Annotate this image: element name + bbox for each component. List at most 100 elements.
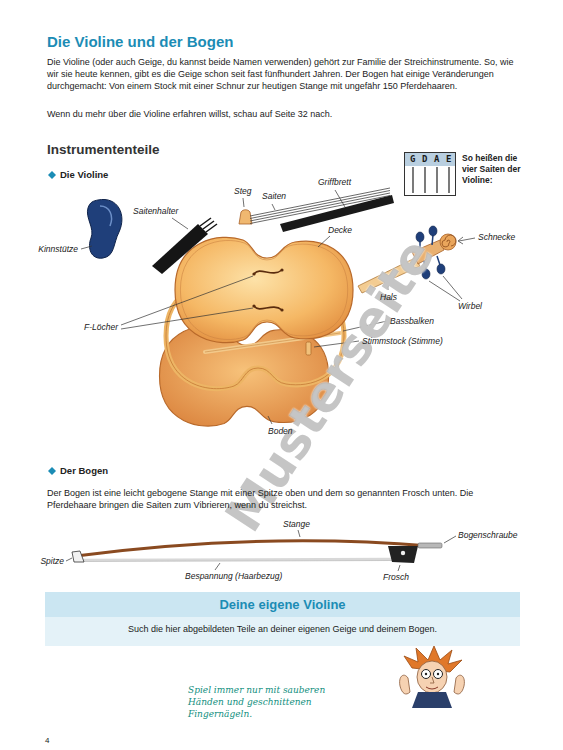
tailpiece <box>152 224 208 274</box>
part-label: F-Löcher <box>84 322 118 332</box>
section-heading: Instrumententeile <box>47 142 160 157</box>
leader-line <box>335 190 345 207</box>
part-label: Hals <box>380 292 397 302</box>
string-line <box>448 167 449 193</box>
string-line <box>412 167 413 193</box>
part-label: Saitenhalter <box>133 206 178 216</box>
purfling <box>180 240 347 339</box>
f-hole-eye <box>280 268 283 271</box>
intro-paragraph: Die Violine (oder auch Geige, du kannst … <box>47 56 522 92</box>
page-title: Die Violine und der Bogen <box>47 33 233 50</box>
box-text: Such die hier abgebildeten Teile an dein… <box>45 617 520 644</box>
part-label: Steg <box>234 186 252 196</box>
sound-post <box>306 342 311 355</box>
f-hole <box>252 268 283 275</box>
f-hole-eye <box>280 308 283 311</box>
string <box>250 191 390 219</box>
part-label: Griffbrett <box>318 177 351 187</box>
part-label: Frosch <box>383 572 409 582</box>
part-label: Decke <box>328 225 352 235</box>
scroll-spiral <box>442 235 456 247</box>
leader-lines <box>81 190 475 424</box>
cartoon-hand <box>400 675 410 694</box>
leader-line <box>272 204 275 210</box>
part-label: Bassbalken <box>390 316 434 326</box>
leader-line <box>298 530 300 537</box>
leader-line <box>444 536 456 543</box>
string-line <box>424 167 425 193</box>
tailpiece-tuners <box>200 218 217 232</box>
part-label: Boden <box>268 426 293 436</box>
subsection-heading: Die Violine <box>60 169 108 180</box>
bullet-diamond <box>48 171 56 179</box>
tuner <box>206 224 217 232</box>
part-label: Stimmstock (Stimme) <box>362 336 443 346</box>
cartoon-hand <box>454 675 464 694</box>
frog-eye <box>401 551 405 555</box>
strings-symbol <box>413 167 449 193</box>
bow-stick <box>76 541 430 556</box>
bullet-diamond <box>48 467 56 475</box>
cartoon-figure <box>400 646 465 708</box>
page-number: 4 <box>45 736 49 745</box>
bow-hair-edge <box>80 561 392 562</box>
leader-line <box>172 218 188 229</box>
bow-screw <box>418 543 442 548</box>
leader-line <box>81 246 92 249</box>
bow-paragraph: Der Bogen ist eine leicht gebogene Stang… <box>47 487 522 511</box>
cartoon-collar <box>412 692 452 708</box>
string <box>250 188 390 216</box>
reference-note: Wenn du mehr über die Violine erfahren w… <box>47 108 522 120</box>
arrow-head <box>458 237 463 244</box>
part-label: Bogenschraube <box>458 530 518 540</box>
bow-hair <box>80 559 392 560</box>
hint-note: Spiel immer nur mit sauberen Händen und … <box>188 684 356 720</box>
f-hole-curve <box>254 270 282 274</box>
bridge <box>239 210 252 224</box>
violin-top <box>175 237 353 342</box>
chin-rest <box>87 199 121 258</box>
leader-line <box>215 563 220 570</box>
cartoon-eye <box>437 673 439 675</box>
leader-line <box>121 276 253 325</box>
box-heading: G D A E <box>405 153 455 166</box>
cartoon-mouth <box>426 687 438 689</box>
scroll <box>440 234 456 250</box>
part-label: Schnecke <box>478 232 515 242</box>
strings-box: G D A E <box>404 152 456 196</box>
peg-stem <box>432 235 433 245</box>
bow-frog <box>388 546 418 563</box>
string-line <box>436 167 437 193</box>
part-label: Kinnstütze <box>38 244 78 254</box>
cartoon-nose <box>430 677 434 683</box>
leader-line <box>318 236 330 247</box>
bow-tip <box>72 551 84 562</box>
box-heading: Deine eigene Violine <box>45 592 520 617</box>
strings <box>250 188 390 224</box>
f-hole-curve <box>254 306 282 310</box>
leader-line <box>66 558 72 561</box>
part-label: Spitze <box>40 556 64 566</box>
part-label: Stange <box>283 519 310 529</box>
f-hole-eye <box>252 272 255 275</box>
strings-note: So heißen die vier Saiten der Violine: <box>462 153 532 186</box>
part-label: Saiten <box>262 191 286 201</box>
subsection-heading: Der Bogen <box>60 465 108 476</box>
chin-rest-highlight <box>100 206 112 226</box>
leader-line <box>443 276 462 299</box>
cartoon-glasses <box>422 670 431 679</box>
f-hole-eye <box>252 304 255 307</box>
leader-line <box>243 198 244 207</box>
part-label: Bespannung (Haarbezug) <box>185 571 282 581</box>
part-label: Wirbel <box>458 301 482 311</box>
cartoon-face <box>417 661 447 693</box>
cartoon-eye <box>425 673 427 675</box>
task-panel: Deine eigene ViolineSuch die hier abgebi… <box>45 592 520 646</box>
f-hole <box>252 304 283 311</box>
leader-line <box>121 308 253 329</box>
peg <box>429 226 437 236</box>
leader-line <box>429 281 460 301</box>
cartoon-glasses <box>434 670 443 679</box>
leader-line <box>398 565 400 571</box>
